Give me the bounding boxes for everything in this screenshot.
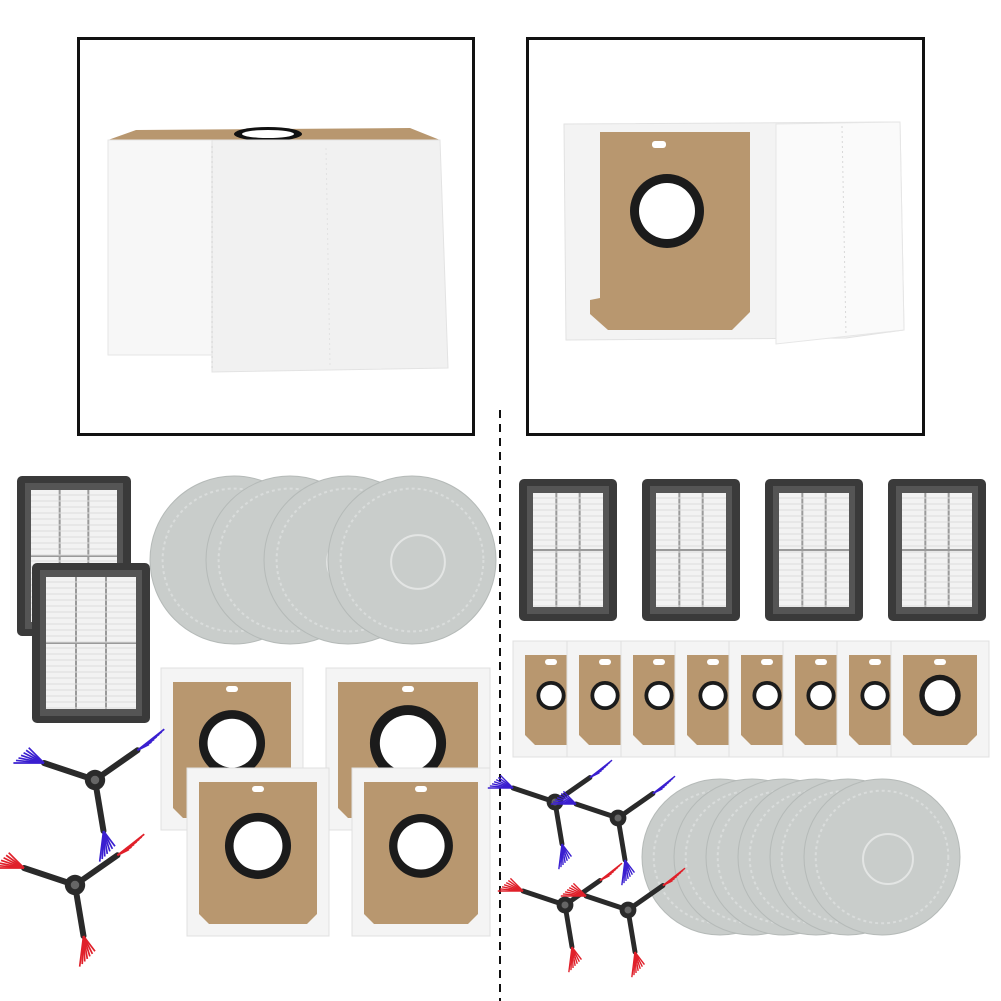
air-filter-2 (32, 563, 150, 723)
mop-pad-10 (803, 778, 961, 936)
air-filter-5 (765, 479, 863, 621)
dust-bag-cube-front (107, 127, 449, 373)
dust-bag-3 (186, 767, 330, 937)
side-brush-red-2 (497, 862, 623, 973)
side-brush-red-1 (0, 833, 145, 967)
side-brush-blue-3 (550, 775, 676, 886)
air-filter-4 (642, 479, 740, 621)
dust-bag-cube-side (563, 121, 905, 345)
dust-bag-4 (351, 767, 491, 937)
dust-bag-12 (890, 640, 990, 758)
side-brush-blue-1 (13, 728, 165, 862)
mop-pad-4 (327, 475, 497, 645)
air-filter-3 (519, 479, 617, 621)
air-filter-6 (888, 479, 986, 621)
side-brush-blue-2 (487, 759, 613, 870)
side-brush-red-3 (560, 867, 686, 978)
